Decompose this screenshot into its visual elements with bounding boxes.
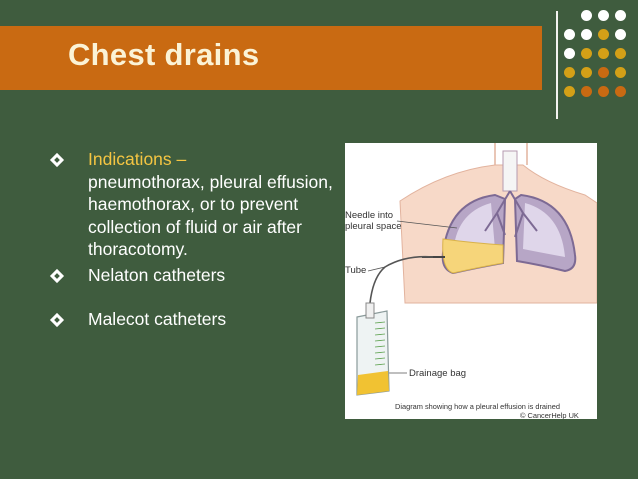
diagram-caption: Diagram showing how a pleural effusion i…: [395, 402, 560, 411]
bullet-text: Nelaton catheters: [88, 264, 226, 285]
bullet-text: Malecot catheters: [88, 308, 227, 329]
label-drainage-bag: Drainage bag: [409, 368, 466, 379]
pleural-effusion-icon: [442, 238, 504, 274]
decorative-dot: [564, 86, 575, 97]
diagram-credit: © CancerHelp UK: [520, 411, 579, 419]
decorative-dot: [581, 48, 592, 59]
decorative-dot: [598, 67, 609, 78]
decorative-dot: [564, 29, 575, 40]
decorative-dot: [615, 29, 626, 40]
chest-drain-diagram: Needle into pleural space Tube Drainage …: [345, 143, 598, 420]
decorative-dot: [598, 48, 609, 59]
decorative-dot: [598, 86, 609, 97]
decorative-dot: [615, 10, 626, 21]
bullet-marker-icon: [49, 152, 65, 168]
label-tube: Tube: [345, 265, 366, 276]
decorative-dot: [615, 86, 626, 97]
decorative-dot: [564, 67, 575, 78]
bullet-list: Indications – pneumothorax, pleural effu…: [49, 148, 342, 331]
decorative-dot: [598, 10, 609, 21]
bullet-nelaton: Nelaton catheters: [49, 264, 342, 287]
decorative-dot-grid: [564, 10, 634, 110]
label-needle: Needle into: [345, 210, 393, 221]
bronchi-icon: [484, 190, 538, 238]
decorative-divider: [556, 11, 558, 119]
decorative-dot: [581, 86, 592, 97]
bullet-marker-icon: [49, 312, 65, 327]
decorative-dot: [615, 67, 626, 78]
decorative-dot: [581, 29, 592, 40]
decorative-dot: [581, 67, 592, 78]
drained-fluid-icon: [357, 371, 389, 395]
bullet-indications: Indications – pneumothorax, pleural effu…: [49, 148, 342, 261]
trachea-icon: [502, 150, 518, 192]
title-bar: [0, 26, 542, 90]
lung-right-inner: [523, 203, 565, 257]
decorative-dot: [615, 48, 626, 59]
decorative-dot: [598, 29, 609, 40]
bullet-malecot: Malecot catheters: [49, 308, 342, 331]
decorative-dot: [581, 10, 592, 21]
chest-drain-illustration: Needle into pleural space Tube Drainage …: [345, 143, 598, 420]
decorative-dot: [564, 48, 575, 59]
bullet-highlight: Indications –: [88, 149, 187, 169]
bullet-marker-icon: [49, 268, 65, 284]
bullet-text: pneumothorax, pleural effusion, haemotho…: [88, 171, 333, 260]
label-pleural-space: pleural space: [345, 221, 402, 232]
slide-title: Chest drains: [68, 37, 260, 72]
